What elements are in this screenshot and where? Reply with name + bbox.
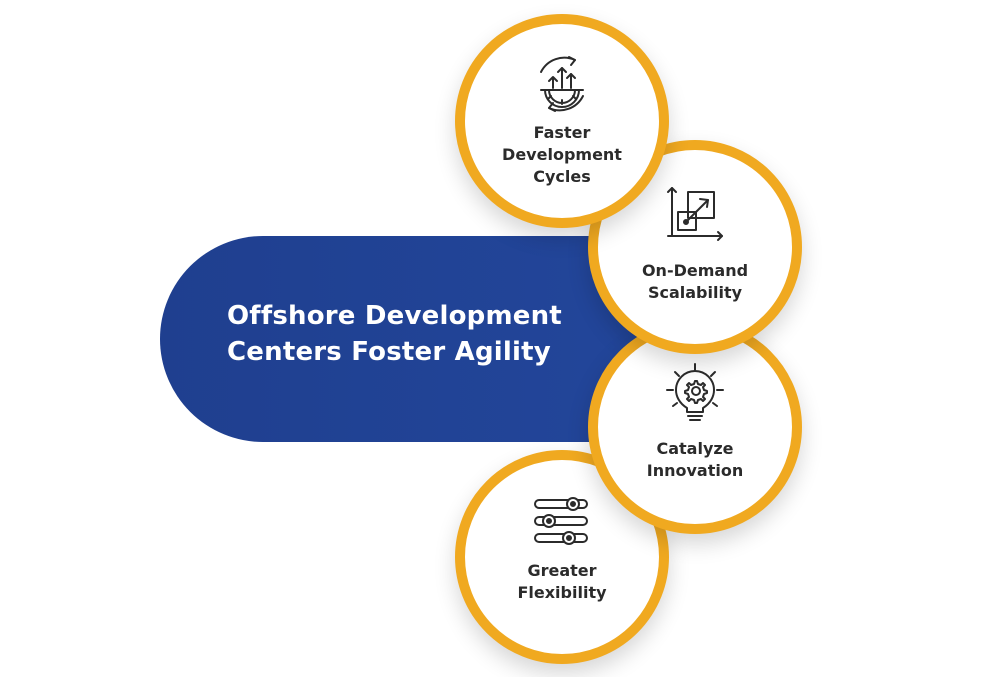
benefit-label-line: Innovation	[646, 461, 744, 480]
scaling-chart-icon	[667, 187, 723, 241]
benefit-label: Catalyze Innovation	[620, 438, 770, 482]
lightbulb-gear-icon	[666, 363, 724, 421]
benefit-label: On-Demand Scalability	[620, 260, 770, 304]
slider-controls-icon	[534, 497, 588, 545]
center-title-line-2: Centers Foster Agility	[227, 337, 551, 367]
benefit-label-line: Catalyze	[656, 439, 734, 458]
benefit-label: Greater Flexibility	[487, 560, 637, 604]
benefit-label-line: Scalability	[647, 283, 743, 302]
benefit-label-line: Greater	[527, 561, 597, 580]
benefit-label-line: Flexibility	[517, 583, 607, 602]
benefit-label-line: Cycles	[533, 167, 591, 186]
benefit-circle-catalyze-innovation: Catalyze Innovation	[588, 320, 802, 534]
benefit-circle-faster-development-cycles: Faster Development Cycles	[455, 14, 669, 228]
center-title: Offshore Development Centers Foster Agil…	[227, 298, 627, 370]
benefit-label: Faster Development Cycles	[487, 122, 637, 188]
gear-upward-arrows-icon	[540, 56, 584, 112]
benefit-label-line: Faster	[533, 123, 591, 142]
benefit-label-line: Development	[502, 145, 622, 164]
center-title-line-1: Offshore Development	[227, 301, 562, 331]
benefit-label-line: On-Demand	[641, 261, 749, 280]
